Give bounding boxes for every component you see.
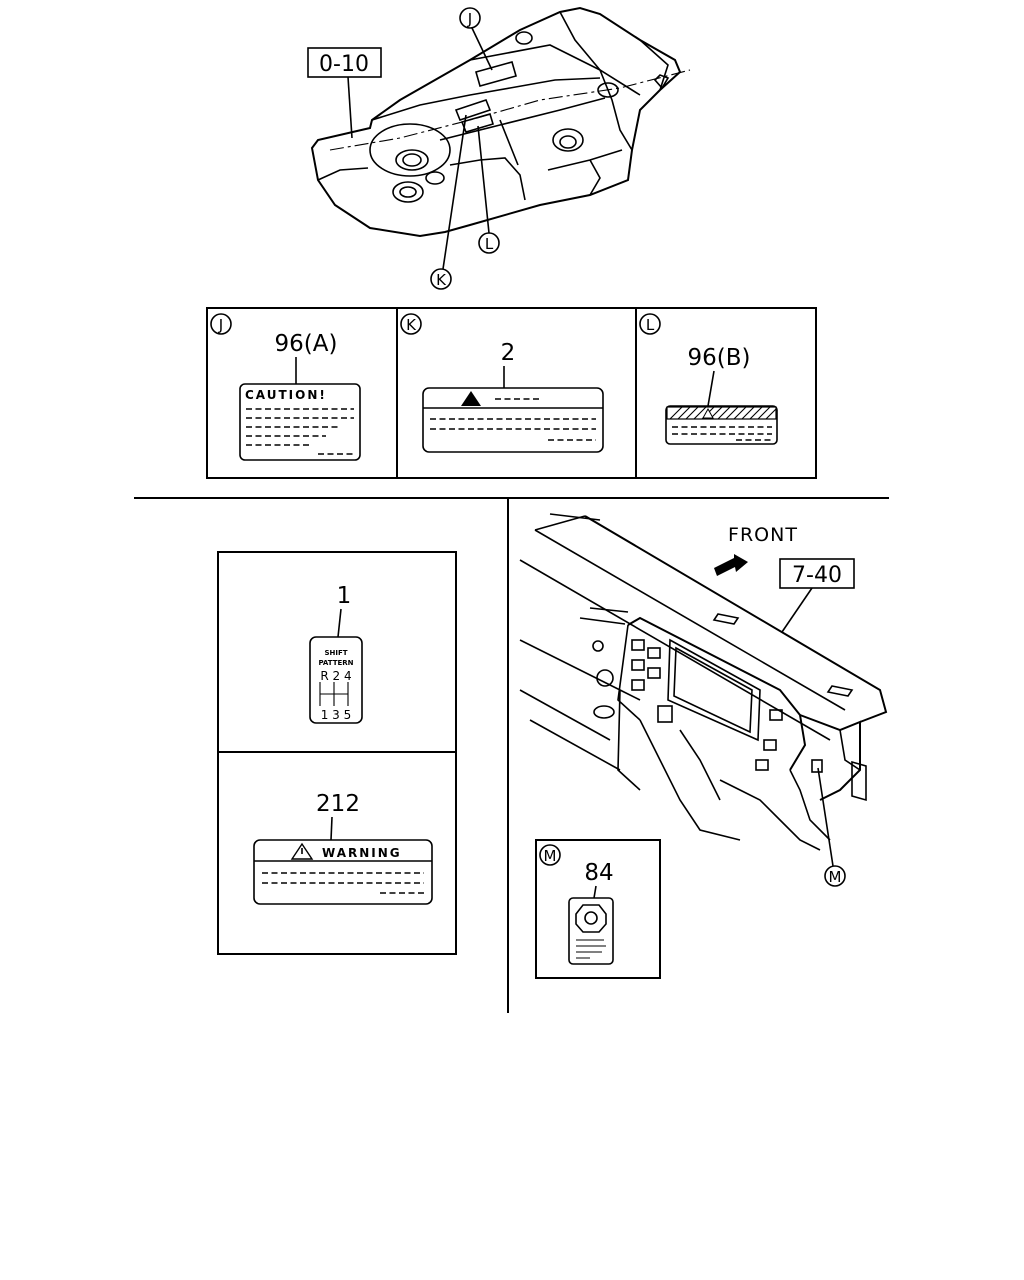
cell-j-letter: J [218,316,223,334]
label-table [206,307,817,479]
callout-k-letter: K [436,271,447,289]
warning-label-text: WARNING [322,846,402,860]
m-detail-box: M 84 [535,839,661,979]
shift-label-title-1: SHIFT [324,649,347,657]
label-cell-l: L 96(B) [639,313,778,445]
shift-label-part-no: 1 [337,583,352,609]
caution-triangle-icon [702,407,714,419]
cell-k-letter: K [406,316,417,334]
warning-triangle-icon [461,391,481,406]
m-detail-letter: M [544,847,557,865]
callout-l: L [477,125,500,254]
cell-l-letter: L [646,316,655,334]
dashboard-illustration [519,513,888,851]
ref-box-0-10: 0-10 [307,47,382,139]
callout-k: K [430,114,467,290]
shift-label-title-2: PATTERN [318,659,353,667]
warning-label-212: 212 WARNING [253,791,433,905]
ref-box-7-40: 7-40 [779,558,855,633]
front-indicator: FRONT [714,524,798,576]
octagon-icon [575,904,607,933]
callout-m-letter: M [829,868,842,886]
label-cell-j: J 96(A) CAUTION! [210,313,361,461]
hatched-band [666,406,777,420]
warning-label-part-no: 212 [316,791,360,817]
callout-j-letter: J [467,10,472,28]
callout-l-letter: L [485,235,494,253]
ref-box-7-40-text: 7-40 [792,563,842,588]
front-arrow-icon [714,554,748,576]
callout-j: J [459,7,493,71]
left-label-panel [217,551,457,955]
shift-pattern-label: 1 SHIFT PATTERN R 2 4 1 3 5 [309,583,363,724]
ref-box-0-10-text: 0-10 [319,52,369,77]
m-detail-part-no: 84 [584,860,613,886]
label-cell-k: K 2 [400,313,604,453]
shift-label-bottom-gears: 1 3 5 [321,708,352,722]
cell-j-part-no: 96(A) [275,331,338,357]
front-text: FRONT [728,524,798,546]
cell-j-label-text: CAUTION! [245,388,327,402]
cell-l-part-no: 96(B) [688,345,751,371]
callout-m: M [817,767,846,887]
tunnel-cover-illustration [310,6,691,238]
cell-k-part-no: 2 [501,340,516,366]
shift-label-top-gears: R 2 4 [320,669,351,683]
